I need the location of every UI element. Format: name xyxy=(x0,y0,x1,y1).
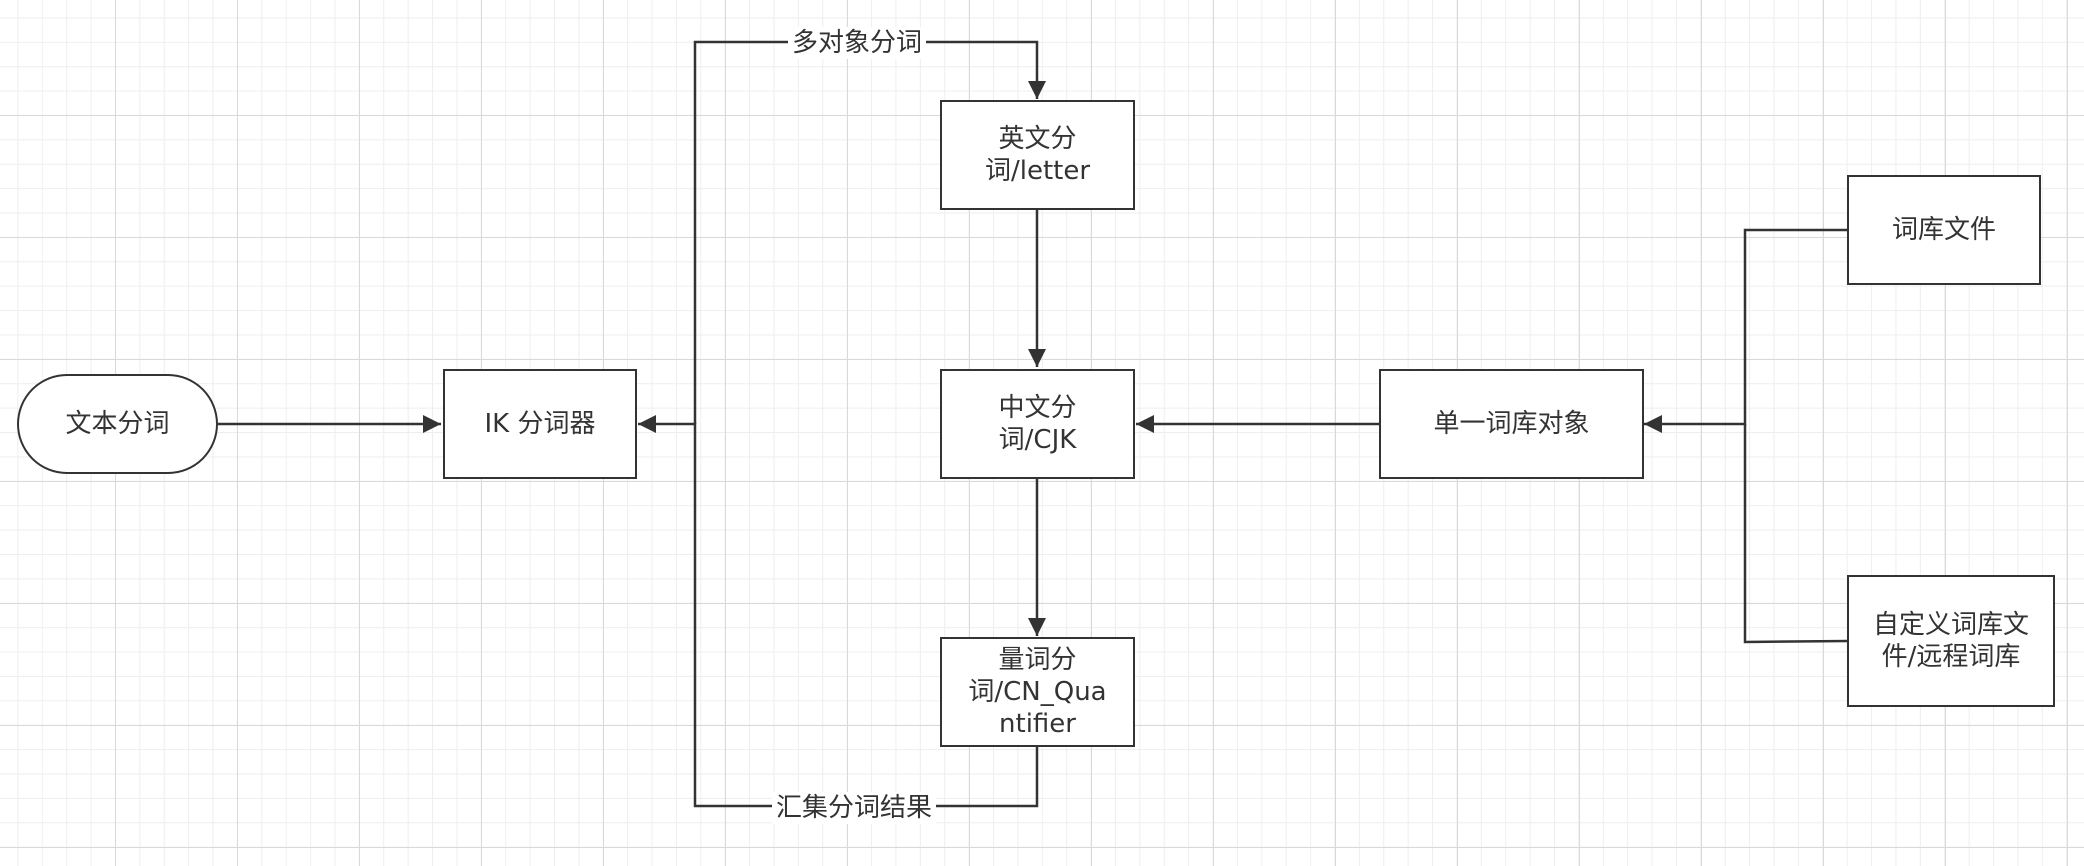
node-chinese-segmenter[interactable]: 中文分 词/CJK xyxy=(940,369,1135,479)
node-quantifier-segmenter[interactable]: 量词分 词/CN_Qua ntifier xyxy=(940,637,1135,747)
edge-quantifier-to-ik xyxy=(638,415,1039,808)
node-label: 英文分 词/letter xyxy=(984,124,1091,186)
edge-dictfile-to-single xyxy=(1644,228,1848,433)
edge-label-multi-object: 多对象分词 xyxy=(788,27,927,59)
node-label: 中文分 词/CJK xyxy=(998,393,1077,455)
node-custom-dictionary[interactable]: 自定义词库文 件/远程词库 xyxy=(1847,575,2055,707)
node-label: IK 分词器 xyxy=(484,409,596,439)
node-dictionary-file[interactable]: 词库文件 xyxy=(1847,175,2041,285)
node-label: 单一词库对象 xyxy=(1433,409,1590,439)
node-label: 文本分词 xyxy=(65,409,170,439)
node-ik-segmenter[interactable]: IK 分词器 xyxy=(443,369,637,479)
node-label: 自定义词库文 件/远程词库 xyxy=(1872,610,2029,672)
node-label: 量词分 词/CN_Qua ntifier xyxy=(968,645,1107,739)
node-text-segmentation[interactable]: 文本分词 xyxy=(17,374,218,474)
node-english-segmenter[interactable]: 英文分 词/letter xyxy=(940,100,1135,210)
node-label: 词库文件 xyxy=(1891,215,1996,245)
node-single-dictionary[interactable]: 单一词库对象 xyxy=(1379,369,1644,479)
edge-custom-to-single xyxy=(1743,424,1849,644)
edge-label-collect-results: 汇集分词结果 xyxy=(772,792,937,824)
